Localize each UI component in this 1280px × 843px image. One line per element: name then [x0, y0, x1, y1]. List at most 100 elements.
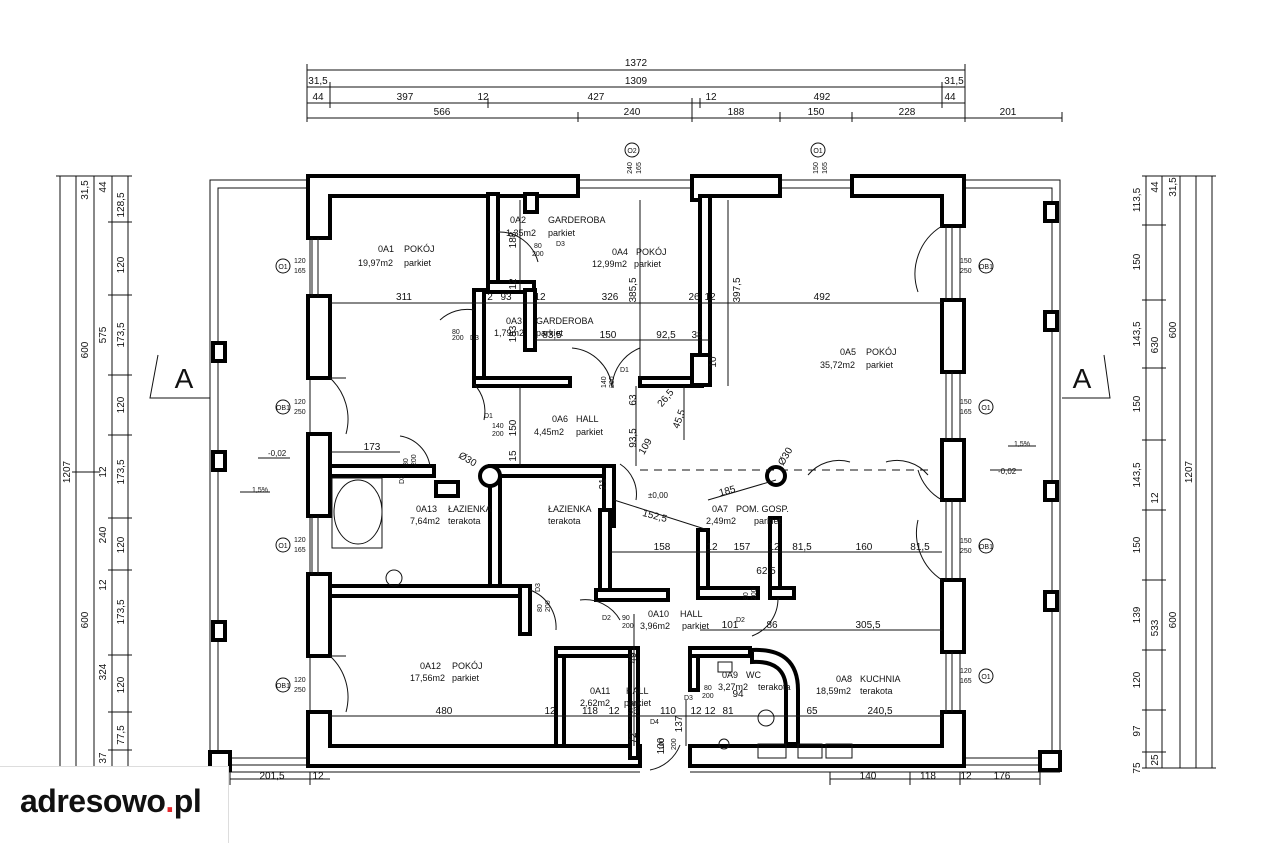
room-code: 0A1 [378, 244, 394, 254]
svg-text:200: 200 [532, 251, 544, 258]
dim-int-710-10: 65 [806, 706, 818, 717]
dim-int-710-6: 12 [690, 706, 702, 717]
axis-o1-a: 150 [813, 162, 820, 174]
terrace-post [211, 620, 227, 642]
room-floor: parkiet [754, 516, 782, 526]
window-tag: O1 150 165 [960, 399, 994, 416]
axis-marker-o2 [624, 142, 640, 158]
svg-text:200: 200 [702, 693, 714, 700]
room-area: 1,79m2 [494, 328, 524, 338]
svg-text:D3: D3 [470, 335, 479, 342]
dim-top-r3-2: 12 [477, 92, 489, 103]
dim-right-c4-11: 75 [1132, 762, 1143, 774]
dim-right-c4-9: 97 [1132, 725, 1143, 737]
dim-int-v-18: 10 [708, 356, 719, 368]
room-code: 0A13 [416, 504, 437, 514]
svg-text:D4: D4 [650, 719, 659, 726]
dim-left-c4-7: 240 [98, 526, 109, 543]
room-code: 0A8 [836, 674, 852, 684]
terrace-post [1043, 310, 1059, 332]
svg-text:120: 120 [294, 677, 306, 684]
dim-int-v-16: 100 [656, 737, 667, 754]
room-label-0a9: 0A9 WC 3,27m2 terakota [718, 670, 791, 692]
dim-left-c2-0: 600 [80, 341, 91, 358]
room-label-0a6: 0A6 HALL 4,45m2 parkiet [534, 414, 604, 437]
svg-text:165: 165 [294, 547, 306, 554]
room-code: 0A6 [552, 414, 568, 424]
section-mark-right: A [1062, 354, 1111, 399]
svg-text:140: 140 [601, 376, 608, 388]
slope-marker-left: 1,5% [240, 487, 270, 494]
door-swings [329, 225, 943, 771]
slope-marker-right: 1,5% [1008, 441, 1036, 448]
room-name: HALL [680, 609, 703, 619]
dim-int-547-4: 81,5 [792, 542, 812, 553]
dim-int-710-0: 480 [436, 706, 453, 717]
level-marker-left: -0,02 [258, 449, 290, 459]
dim-top-r3-1: 397 [397, 92, 414, 103]
svg-text:D3: D3 [556, 241, 565, 248]
terrace-post [211, 450, 227, 472]
svg-text:150: 150 [960, 399, 972, 406]
room-floor: parkiet [548, 228, 576, 238]
room-area: 1,35m2 [506, 228, 536, 238]
dim-int-710-3: 12 [608, 706, 620, 717]
svg-text:165: 165 [960, 678, 972, 685]
svg-text:200: 200 [609, 376, 616, 388]
dim-int-v-7: 45,5 [671, 408, 688, 430]
svg-text:120: 120 [294, 537, 306, 544]
room-name: HALL [576, 414, 599, 424]
svg-text:140: 140 [492, 423, 504, 430]
room-area: 4,45m2 [534, 427, 564, 437]
dim-left-c5-0: 44 [98, 181, 109, 193]
dim-left-c4-0: 31,5 [80, 180, 91, 200]
room-code: 0A12 [420, 661, 441, 671]
svg-text:80: 80 [537, 604, 544, 612]
svg-text:165: 165 [294, 268, 306, 275]
interior-dimension-lines [330, 200, 942, 746]
dim-top-r3-6: 44 [944, 92, 956, 103]
dim-int-v-3: 183 [508, 325, 519, 342]
window-tag: O1 120 165 [275, 537, 306, 554]
dim-int-v-20: 21 [598, 478, 609, 490]
svg-text:O1: O1 [981, 674, 990, 681]
room-floor: parkiet [536, 328, 564, 338]
dim-int-710-1: 12 [544, 706, 556, 717]
dim-int-v-12: 185 [718, 484, 737, 499]
dim-bottom-0: 201,5 [259, 771, 284, 782]
room-name: POKÓJ [636, 247, 667, 257]
room-area: 7,64m2 [410, 516, 440, 526]
room-label-0a11: 0A11 HALL 2,62m2 parkiet [580, 686, 652, 708]
window-tag: O1 120 165 [275, 258, 306, 275]
svg-text:200: 200 [622, 623, 634, 630]
dim-int-335-1: 150 [600, 330, 617, 341]
svg-text:O1: O1 [278, 264, 287, 271]
room-label-0a8: 0A8 KUCHNIA 18,59m2 terakota [816, 674, 901, 696]
dim-int-547-0: 158 [654, 542, 671, 553]
dim-int-v-11: 152,5 [641, 508, 668, 525]
dim-int-547-6: 81,5 [910, 542, 930, 553]
dim-int-v-14: 72 [628, 732, 639, 744]
bathroom-fixtures [331, 477, 853, 759]
room-floor: parkiet [404, 258, 432, 268]
door-tag: 100 200 D4 [650, 719, 678, 750]
dim-top-r3-4: 12 [705, 92, 717, 103]
dim-right-c4-6: 150 [1132, 536, 1143, 553]
section-label-right: A [1073, 363, 1092, 394]
svg-text:-0,02: -0,02 [998, 467, 1017, 476]
room-floor: parkiet [624, 698, 652, 708]
dim-left-c4-9: 12 [98, 579, 109, 591]
svg-text:D3: D3 [684, 695, 693, 702]
dim-int-335-3: 38 [691, 330, 703, 341]
dim-int-627-0: 101 [722, 620, 739, 631]
svg-text:1,5%: 1,5% [1014, 441, 1030, 448]
svg-text:120: 120 [960, 668, 972, 675]
svg-text:200: 200 [492, 431, 504, 438]
dim-int-547-5: 160 [856, 542, 873, 553]
dim-right-c3-1: 533 [1150, 619, 1161, 636]
door-tag: 80 200 D3 [535, 583, 552, 612]
bottom-dimension-chain [229, 772, 1041, 785]
svg-text:-0,02: -0,02 [268, 449, 287, 458]
dim-int-335-0: 83,5 [542, 330, 562, 341]
dim-int-v-10: 62,5 [756, 566, 776, 577]
